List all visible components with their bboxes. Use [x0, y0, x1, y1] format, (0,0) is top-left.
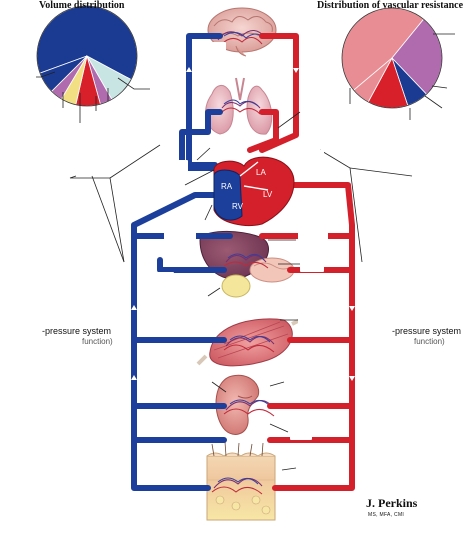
brain-capillaries	[217, 30, 267, 45]
right-system-function: function)	[414, 337, 445, 346]
lung-capillaries	[221, 99, 261, 115]
label-blank	[150, 82, 176, 96]
label-blank	[304, 104, 338, 116]
label-blank	[298, 314, 324, 328]
label-blank	[164, 228, 196, 240]
heart-label-lv: LV	[263, 190, 273, 199]
liver-capillaries	[223, 253, 269, 269]
artist-credit-name: J. Perkins	[366, 496, 418, 510]
artist-credit-degrees: MS, MFA, CMI	[368, 512, 405, 518]
label-blank	[0, 70, 36, 86]
label-leader-lines	[69, 111, 413, 471]
label-blank	[300, 258, 324, 272]
label-blank	[148, 272, 174, 292]
capillary-networks	[211, 30, 275, 495]
left-system-label: -pressure system	[42, 326, 112, 336]
label-blank	[286, 376, 308, 390]
right-system-label: -pressure system	[392, 326, 462, 336]
label-blank	[168, 160, 188, 172]
resistance-pie-leaders	[349, 33, 455, 120]
kidney-capillaries	[223, 399, 275, 417]
heart-label-la: LA	[256, 168, 266, 177]
label-blank	[200, 42, 226, 56]
muscle-capillaries	[223, 335, 275, 353]
volume-chart-title: Volume distribution	[39, 0, 125, 11]
flow-arrows	[131, 67, 355, 381]
label-blank	[290, 426, 312, 440]
pie-outline	[341, 7, 443, 109]
heart-label-rv: RV	[232, 202, 244, 211]
pie-outline	[36, 5, 138, 107]
heart: RA LA RV LV	[213, 156, 295, 226]
label-blank	[300, 150, 324, 162]
lungs-organ	[205, 77, 273, 135]
label-blank	[298, 232, 328, 246]
skin-capillaries	[211, 477, 263, 495]
resistance-chart-title: Distribution of vascular resistance	[317, 0, 464, 11]
resistance-pie-chart	[341, 7, 443, 109]
label-blank	[178, 370, 208, 384]
volume-pie-chart	[36, 5, 138, 107]
left-system-function: function)	[82, 337, 113, 346]
veins	[131, 33, 233, 491]
gallbladder-organ	[221, 274, 251, 298]
label-blank	[455, 28, 474, 42]
label-blank	[298, 458, 330, 482]
heart-label-ra: RA	[221, 182, 233, 191]
